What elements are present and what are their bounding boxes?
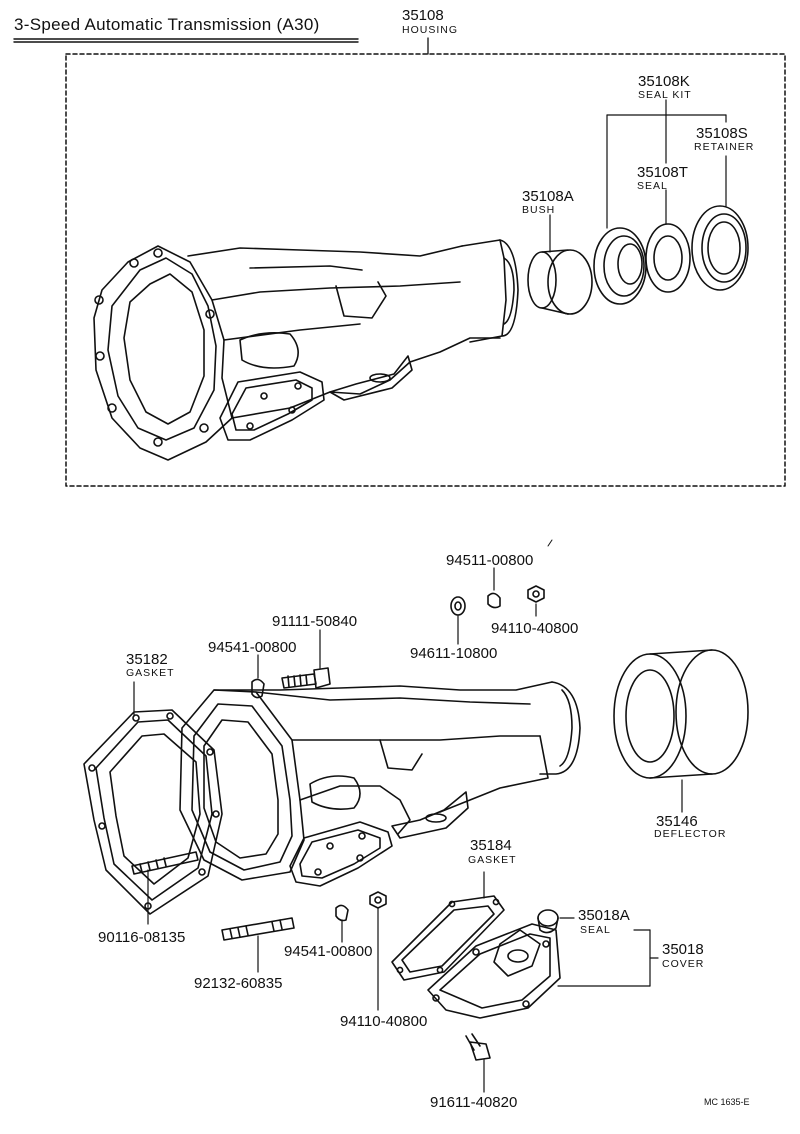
bolt-a-part-number: 91111-50840 <box>272 613 358 630</box>
diagram-title: 3-Speed Automatic Transmission (A30) <box>14 15 320 34</box>
cover-name: COVER <box>662 958 705 970</box>
washer-b-part-number: 94541-00800 <box>284 943 373 960</box>
seal-kit-name: SEAL KIT <box>638 89 692 101</box>
housing-assembly-frame <box>65 53 786 487</box>
deflector-name: DEFLECTOR <box>654 828 727 840</box>
housing-name: HOUSING <box>402 24 459 36</box>
bush-name: BUSH <box>522 204 556 216</box>
seal-part-number: 35108T <box>637 164 688 181</box>
hardware-drawing <box>131 585 545 1061</box>
bush-drawing <box>527 249 593 315</box>
retainer-name: RETAINER <box>694 141 755 153</box>
washer-plain-part-number: 94611-10800 <box>410 645 498 662</box>
housing-part-number: 35108 <box>402 7 444 24</box>
front-gasket-part-number: 35182 <box>126 651 168 668</box>
cover-part-number: 35018 <box>662 941 704 958</box>
cover-gasket-part-number: 35184 <box>470 837 512 854</box>
bottom-leaders <box>133 567 683 1093</box>
bottom-housing-drawing <box>179 681 581 887</box>
cover-seal-name: SEAL <box>580 924 611 936</box>
seal-name: SEAL <box>637 180 668 192</box>
title-underline <box>13 38 359 43</box>
top-leaders <box>549 99 727 253</box>
footer-code: MC 1635-E <box>704 1097 750 1107</box>
deflector-part-number: 35146 <box>656 813 698 830</box>
cover-seal-part-number: 35018A <box>578 907 630 924</box>
retainer-drawing <box>691 205 749 291</box>
top-housing-drawing <box>93 239 519 461</box>
front-gasket-name: GASKET <box>126 667 175 679</box>
washer-a-part-number: 94541-00800 <box>208 639 297 656</box>
front-gasket-drawing <box>83 709 223 915</box>
nut-b-part-number: 94110-40800 <box>340 1013 428 1030</box>
cover-seal-drawing <box>537 909 559 934</box>
washer-top-part-number: 94511-00800 <box>446 552 534 569</box>
seal-kit-part-number: 35108K <box>638 73 690 90</box>
cover-drawing <box>427 923 561 1019</box>
retainer-part-number: 35108S <box>696 125 748 142</box>
bush-part-number: 35108A <box>522 188 574 205</box>
nut-top-part-number: 94110-40800 <box>491 620 579 637</box>
seal-drawing <box>645 223 691 293</box>
cover-gasket-name: GASKET <box>468 854 517 866</box>
stud-front-part-number: 90116-08135 <box>98 929 186 946</box>
stud-lower-part-number: 92132-60835 <box>194 975 283 992</box>
bolt-cover-part-number: 91611-40820 <box>430 1094 518 1111</box>
cover-gasket-drawing <box>391 895 505 981</box>
seal-kit-seal-drawing <box>593 227 647 305</box>
deflector-drawing <box>613 649 749 779</box>
